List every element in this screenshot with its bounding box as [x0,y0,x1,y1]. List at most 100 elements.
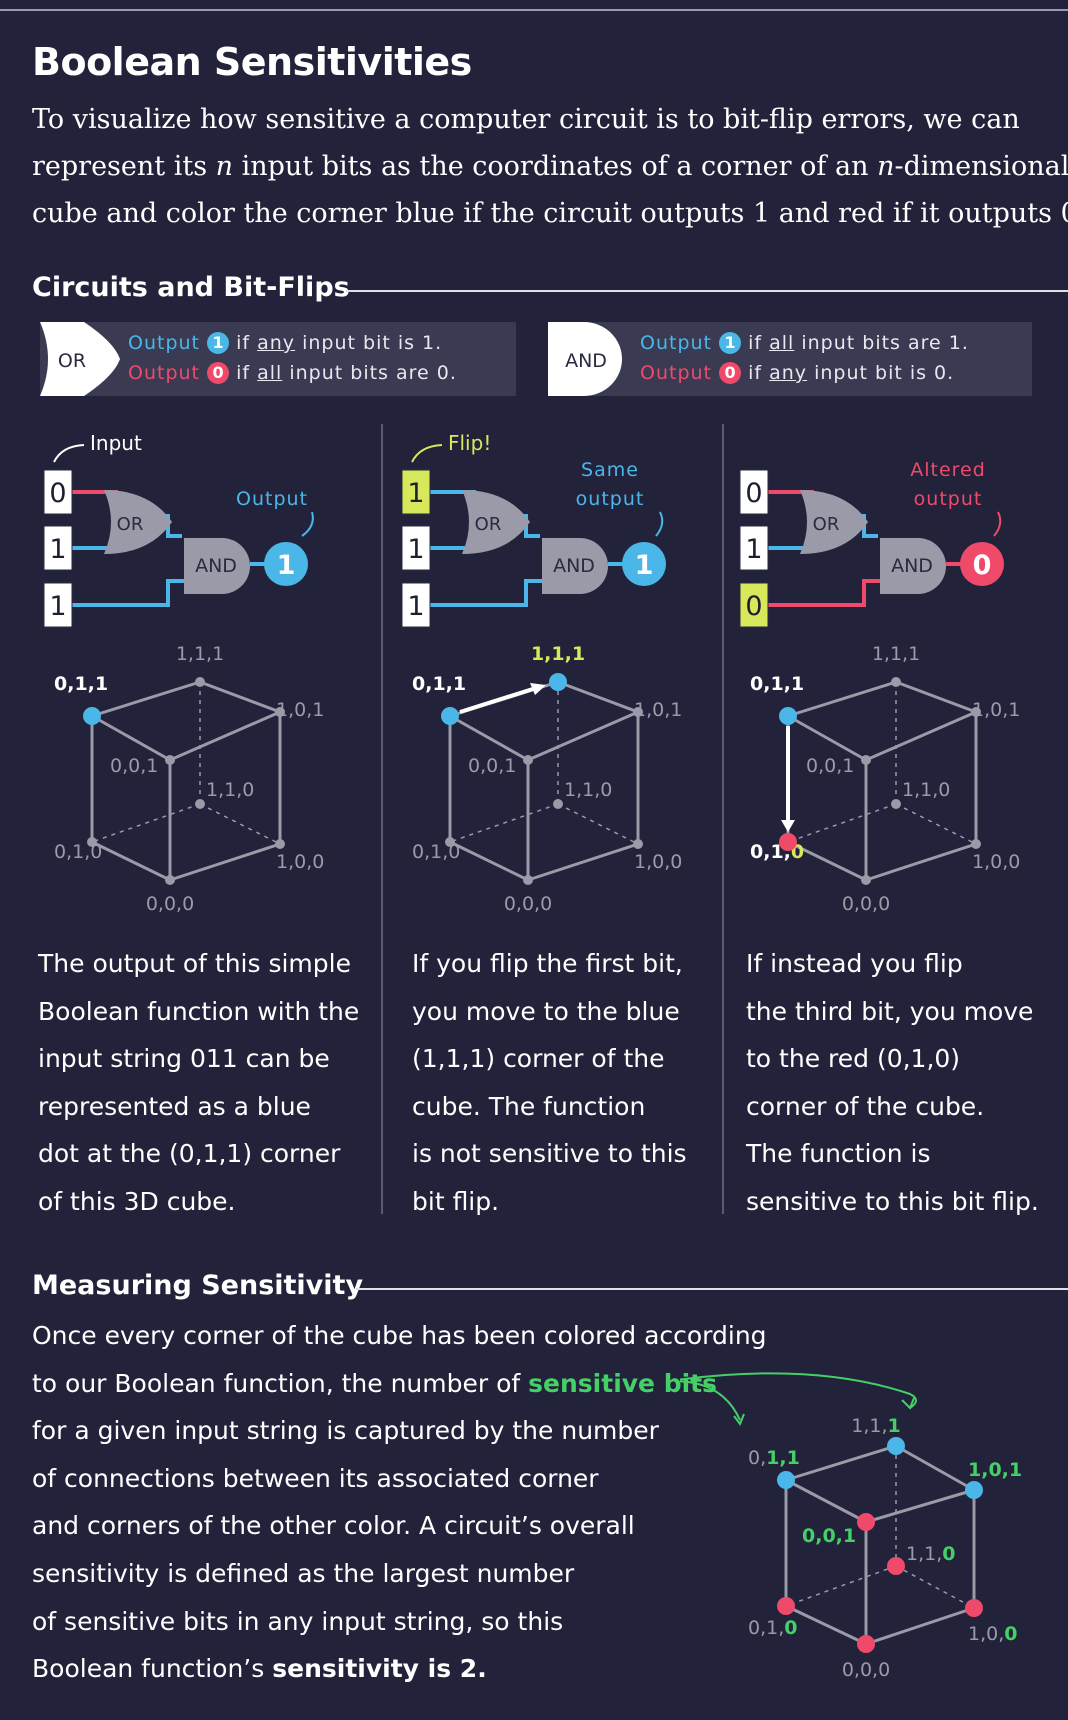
measuring-line: to our Boolean function, the number of s… [32,1360,767,1408]
circuits-heading-rule [346,290,1068,292]
cube-corner-label: 1,1,0 [902,779,950,801]
output-callout-arrow [993,511,1002,537]
measuring-heading-rule [356,1288,1068,1290]
panel-1-text-line: represented as a blue [38,1091,311,1121]
cube-edge [91,680,201,718]
or-gate-label: OR [117,514,144,535]
panel-2-text-line: If you flip the first bit, [412,949,683,978]
measuring-line: of sensitive bits in any input string, s… [32,1606,564,1636]
sensitive-bits-arrowhead [901,1397,915,1410]
output-circle [622,542,666,586]
column-divider-1 [381,424,383,1214]
output-1-badge: 1 [719,332,742,354]
cube-vertex [633,707,643,717]
cube-edge [785,1478,867,1524]
panel-1-text-line: The output of this simple [38,949,351,978]
cube-edge [865,842,977,882]
cube-corner-label: 0,0,0 [146,893,194,915]
cube-corner-label: 0,0,0 [842,1659,890,1681]
panel-3-text: If instead you flip the third bit, you m… [746,940,1039,1226]
cube-vertex [195,677,205,687]
input-wire [430,579,544,607]
cube-vertex [777,1471,795,1489]
input-bit-box [43,582,73,628]
start-corner-dot [779,707,797,725]
flip-arrowhead [530,683,546,695]
sensitive-bits-term: sensitive bits [528,1368,718,1398]
start-corner-dot [441,707,459,725]
cube-edge [557,680,639,714]
cube-vertex [777,1597,795,1615]
highlight-corner-dot [83,707,101,725]
def-text: input bits are 0. [289,362,457,384]
cube-vertex [887,1437,905,1455]
input-bit-box [43,469,73,515]
cube-vertex [857,1635,875,1653]
and-gate-label: AND [891,555,933,577]
panel-3-text-line: corner of the cube. [746,1091,985,1121]
panel-2-text-line: (1,1,1) corner of the [412,1044,665,1074]
sensitive-bit: 0 [942,1543,955,1565]
panel-1-text-line: Boolean function with the [38,996,360,1026]
input-bit-value: 1 [49,591,66,622]
def-keyword: any [769,362,808,384]
cube-corner-label: 1,0,0 [968,1623,1018,1645]
input-bit-value: 1 [745,534,762,565]
cube-corner-label: 1,1,0 [206,779,254,801]
cube-corner-label: 0,1,1 [54,673,108,695]
cube-corner-label: 0,0,0 [504,893,552,915]
cube-corner-label: 0,1,0 [412,841,460,863]
input-bit-value: 1 [407,534,424,565]
input-callout: Flip! [448,431,491,455]
cube-vertex [275,707,285,717]
cube-vertex [887,1557,905,1575]
intro-line-3: cube and color the corner blue if the ci… [32,198,1068,229]
cube-corner-label: 0,0,1 [802,1525,856,1547]
callout-arrow [411,444,443,463]
input-bit-box [401,525,431,571]
panel-3-text-line: If instead you flip [746,949,963,978]
measuring-line: for a given input string is captured by … [32,1416,659,1446]
and-gate-label: AND [553,555,595,577]
output-0-badge: 0 [207,362,230,384]
measuring-line: and corners of the other color. A circui… [32,1511,635,1541]
or-output-wire [166,514,182,538]
cube-edge [865,1488,975,1524]
panel-3-text-line: The function is [746,1139,931,1169]
cube-edge [865,1606,975,1646]
top-rule [0,9,1068,11]
cube-edge [199,680,281,714]
column-divider-2 [722,424,724,1214]
highlight-corner-dot [549,673,567,691]
cube-corner-label: 0,1,1 [748,1447,800,1469]
cube-edge [527,710,639,762]
output-callout: Altered [910,459,986,481]
cube-vertex [165,875,175,885]
cube-hidden-edge [895,803,977,845]
cube-edge [449,840,529,882]
cube-corner-label: 0,1,0 [748,1617,798,1639]
intro-n: n [215,151,234,182]
output-callout: Same [581,459,639,481]
output-callout-arrow [301,511,314,537]
measuring-line: Once every corner of the cube has been c… [32,1321,767,1350]
panel-2-text-line: bit flip. [412,1186,500,1216]
and-gate-icon: AND [548,322,622,396]
measuring-text: Boolean function’s [32,1654,273,1684]
cube-edge [527,842,639,882]
cube-corner-label: 1,1,1 [851,1415,901,1437]
cube-vertex [861,755,871,765]
cube-edge [787,714,867,762]
or-output-wire [862,514,878,538]
def-keyword: all [769,332,795,354]
or-gate-label: OR [58,350,86,372]
panel-2-text: If you flip the first bit, you move to t… [412,940,687,1226]
input-bit-box [401,582,431,628]
cube-vertex [523,755,533,765]
cube-vertex [971,839,981,849]
def-text: input bit is 1. [302,332,443,354]
